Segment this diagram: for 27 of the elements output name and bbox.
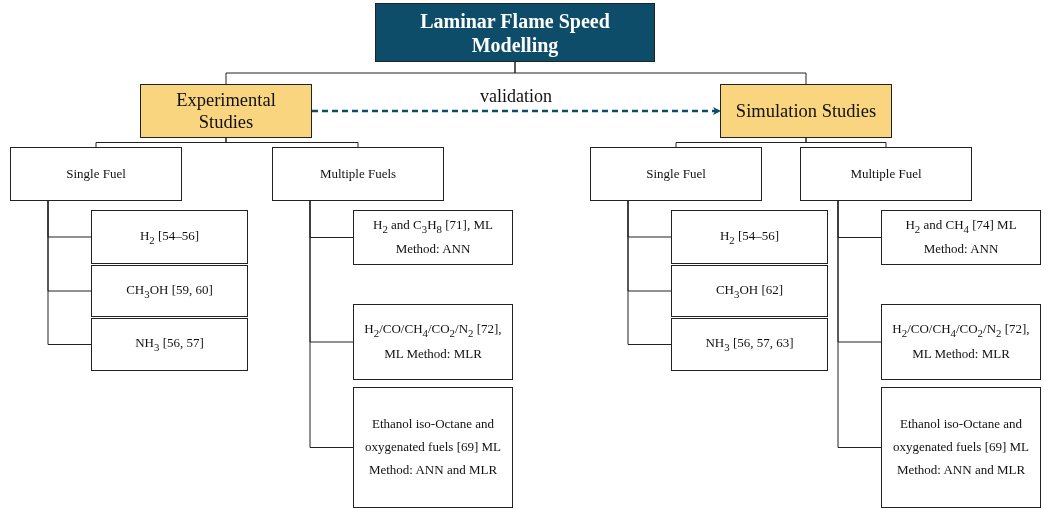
reference-box: NH$_{3}$ [56, 57]: [91, 318, 248, 371]
connector-line: [225, 137, 359, 148]
reference-box: H$_{2}$ and C$_{3}$H$_{8}$ [71], ML Method: ANN: [353, 210, 513, 265]
connector-line: [805, 137, 887, 148]
dashed-arrow: [312, 107, 721, 115]
reference-box: H$_{2}$/CO/CH$_{4}$/CO$_{2}$/N$_{2}$ [72], ML Method: MLR: [353, 304, 513, 380]
reference-box: CH$_{3}$OH [62]: [671, 265, 828, 317]
subcategory-box: Multiple Fuel: [800, 147, 972, 201]
connector-line: [47, 200, 92, 345]
reference-box: NH$_{3}$ [56, 57, 63]: [671, 318, 828, 371]
reference-box: H$_{2}$ [54–56]: [671, 210, 828, 264]
reference-box: H$_{2}$ [54–56]: [91, 210, 248, 264]
connector-line: [309, 200, 354, 448]
subcategory-box: Single Fuel: [10, 147, 182, 201]
title-box: Laminar Flame Speed Modelling: [375, 3, 655, 62]
category-box: Simulation Studies: [720, 84, 892, 138]
reference-box: CH$_{3}$OH [59, 60]: [91, 265, 248, 317]
subcategory-box: Single Fuel: [590, 147, 762, 201]
reference-box: H$_{2}$/CO/CH$_{4}$/CO$_{2}$/N$_{2}$ [72], ML Method: MLR: [881, 304, 1041, 380]
connector-line: [837, 200, 882, 448]
reference-box: Ethanol iso-Octane and oxygenated fuels [69] ML Method: ANN and MLR: [881, 387, 1041, 508]
connector-line: [514, 61, 807, 85]
category-box: Experimental Studies: [140, 84, 312, 138]
reference-box: H$_{2}$ and CH$_{4}$ [74] ML Method: ANN: [881, 210, 1041, 265]
reference-box: Ethanol iso-Octane and oxygenated fuels [69] ML Method: ANN and MLR: [353, 387, 513, 508]
connector-line: [627, 200, 672, 345]
subcategory-box: Multiple Fuels: [272, 147, 444, 201]
